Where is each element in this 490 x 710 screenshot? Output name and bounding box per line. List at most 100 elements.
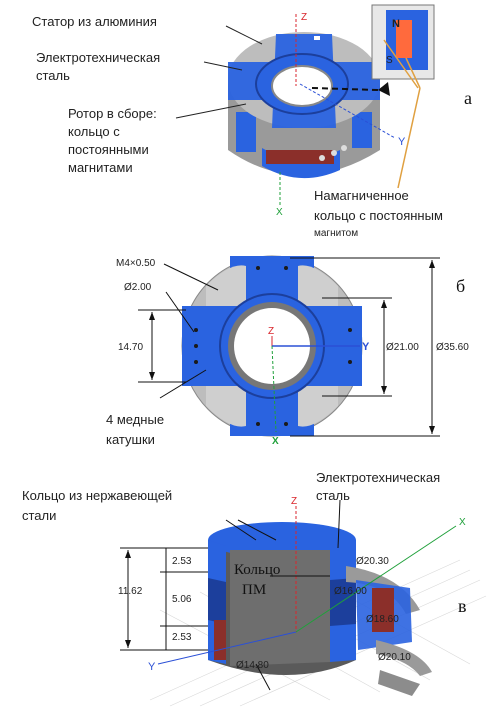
inset-magnet: [396, 20, 412, 58]
leader-hole: [165, 291, 195, 333]
label-pm-line1: Кольцо: [234, 562, 280, 578]
leader-steel: [337, 499, 341, 549]
label-coils-line2: катушки: [106, 432, 155, 447]
z-axis-label: Z: [268, 326, 274, 337]
motor-3d-model: [228, 32, 380, 179]
label-steel-line1: Электротехническая: [316, 470, 440, 485]
dim-arrows: [149, 312, 155, 380]
north-pole-label: N: [392, 18, 400, 30]
label-steel-line2: сталь: [36, 68, 70, 83]
coil-hole: [256, 266, 260, 270]
steel-segment-side: [236, 112, 256, 152]
slot: [314, 36, 320, 40]
label-ring-line3: магнитом: [314, 228, 358, 239]
coil-left: [214, 620, 226, 660]
coil-hole: [348, 328, 352, 332]
coil-hole: [348, 360, 352, 364]
stator-arc-lower: [376, 640, 432, 676]
coil-hole: [284, 266, 288, 270]
leader-thread: [163, 263, 219, 291]
axes-a: Z Y X: [276, 12, 406, 218]
dim-h3-label: 2.53: [172, 632, 192, 643]
magnet-side-left: [208, 578, 226, 624]
dim-d2-label: Ø16.00: [334, 586, 367, 597]
magnet-side-right: [330, 578, 356, 626]
panel-b: Z Y X 14.70 Ø21.00 Ø35.60 M4×0.50 Ø2.00 …: [106, 255, 469, 447]
label-ring-line1: Намагниченное: [314, 188, 409, 203]
label-pm-line2: ПМ: [242, 582, 266, 598]
coil-hole: [194, 328, 198, 332]
stator-wedge: [298, 386, 338, 427]
coil-right: [372, 588, 394, 632]
height-dimensions: 11.62 2.53 5.06 2.53: [118, 547, 208, 651]
stator-wedge: [298, 265, 338, 306]
x-axis: [295, 525, 457, 633]
dim-d3-label: Ø18.60: [366, 614, 399, 625]
dim-h1-label: 2.53: [172, 556, 192, 567]
y-axis-label: Y: [398, 136, 406, 148]
leader-stator: [225, 25, 263, 45]
leader-orange: [405, 57, 421, 89]
label-steel-line1: Электротехническая: [36, 50, 160, 65]
label-steel-line2: сталь: [316, 488, 350, 503]
rotor-section: [208, 522, 356, 675]
coil-hole: [194, 344, 198, 348]
stator-section: [346, 566, 432, 696]
x-axis-label: X: [276, 207, 283, 218]
panel-b-letter: б: [456, 276, 465, 296]
z-axis-label: Z: [301, 12, 307, 23]
arrowhead: [378, 82, 390, 96]
dim-d4-label: Ø20.10: [378, 652, 411, 663]
x-axis-label: X: [459, 517, 466, 528]
stainless-top: [208, 522, 356, 558]
dim-width-label: 14.70: [118, 342, 143, 353]
label-coils-line1: 4 медные: [106, 412, 164, 427]
rotor-bore: [271, 65, 333, 107]
dashed-link: [311, 87, 379, 91]
coil-hole: [284, 422, 288, 426]
coil-hole: [256, 422, 260, 426]
dim-total-label: 11.62: [118, 586, 143, 597]
y-axis-label: Y: [362, 341, 370, 353]
label-rotor-line3: постоянными: [68, 142, 149, 157]
label-rotor-line1: Ротор в сборе:: [68, 106, 157, 121]
panel-a: Z Y X N S Статор из алюминия Электротехн…: [32, 4, 472, 239]
label-stainless-line1: Кольцо из нержавеющей: [22, 488, 172, 503]
bolt-hole: [331, 150, 337, 156]
leader-stainless: [237, 519, 277, 541]
leader-orange-long: [397, 87, 421, 189]
y-axis-label: Y: [148, 661, 156, 673]
dim-h2-label: 5.06: [172, 594, 192, 605]
dim-d1-label: Ø20.30: [356, 556, 389, 567]
leader-steel: [203, 61, 243, 71]
label-stainless-line2: стали: [22, 508, 56, 523]
leader-coils: [159, 369, 207, 399]
label-stator: Статор из алюминия: [32, 14, 157, 29]
label-rotor-line2: кольцо с: [68, 124, 120, 139]
steel-segment-side: [352, 112, 372, 148]
panel-a-letter: а: [464, 88, 472, 108]
leader-stainless: [225, 519, 257, 541]
panel-v: Z X Y 11.62 2.53 5.06 2.53 Кольцо из нер…: [22, 470, 487, 707]
label-rotor-line4: магнитами: [68, 160, 133, 175]
y-axis: [157, 631, 297, 665]
y-axis: [299, 83, 396, 139]
dim-outer-label: Ø35.60: [436, 342, 469, 353]
stator-wedge: [206, 386, 246, 427]
section-face: [230, 550, 330, 666]
label-ring-line2: кольцо с постоянным: [314, 208, 443, 223]
bolt-hole: [319, 155, 325, 161]
dim-d5-label: Ø14.80: [236, 660, 269, 671]
label-hole: Ø2.00: [124, 282, 152, 293]
coil-hole: [194, 360, 198, 364]
south-pole-label: S: [386, 55, 393, 66]
rotor-magnet: [266, 150, 334, 164]
leader-orange: [383, 39, 419, 89]
bolt-hole: [341, 145, 347, 151]
stator-foot: [378, 670, 420, 696]
x-axis-label: X: [272, 436, 279, 447]
z-axis-label: Z: [291, 496, 297, 507]
label-thread: M4×0.50: [116, 258, 156, 269]
x-axis: [271, 345, 277, 433]
